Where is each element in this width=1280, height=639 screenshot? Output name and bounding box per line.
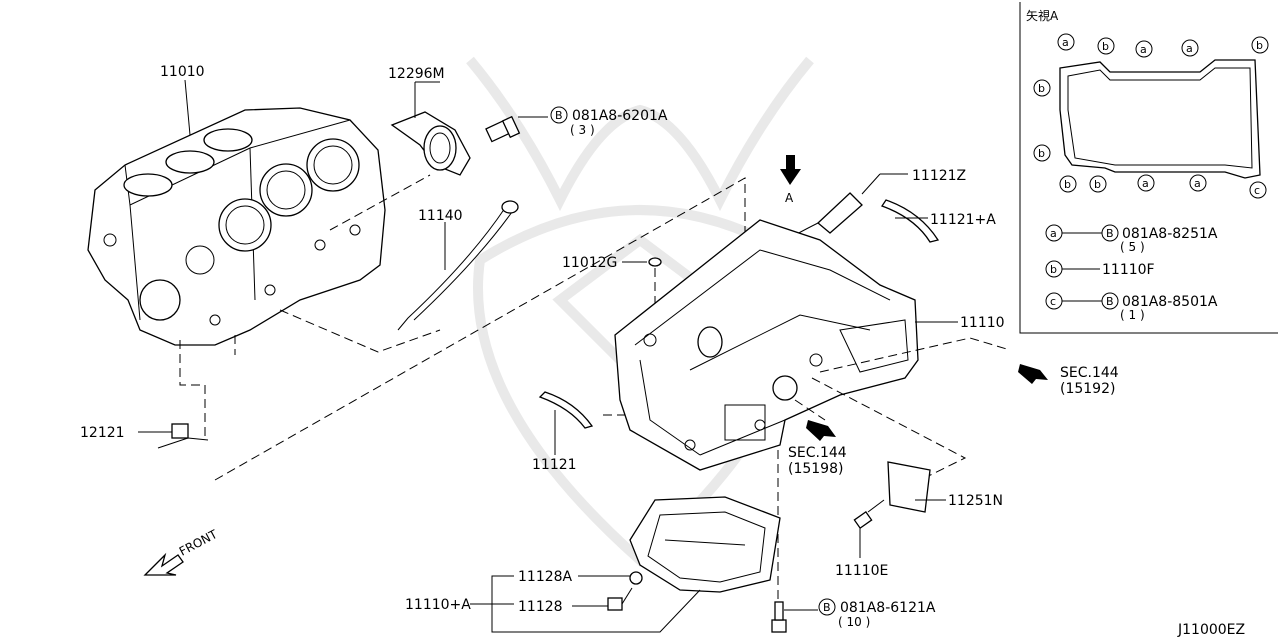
svg-text:a: a xyxy=(1140,43,1147,56)
legend-row-b[interactable]: b 11110F xyxy=(1045,260,1155,278)
marker-a-3: a xyxy=(1181,39,1199,57)
plug-11012g-drawing[interactable] xyxy=(648,257,662,267)
bolt-081a8-6201a-drawing[interactable] xyxy=(485,115,521,143)
gasket-11121a-drawing[interactable] xyxy=(881,199,940,243)
lower-oil-pan-drawing[interactable] xyxy=(629,496,781,593)
legend-part-081a8-8501a: 081A8-8501A xyxy=(1122,294,1218,310)
label-11121z[interactable]: 11121Z xyxy=(912,168,966,184)
svg-text:B: B xyxy=(1106,227,1114,240)
label-11110e[interactable]: 11110E xyxy=(835,563,888,579)
svg-text:b: b xyxy=(1038,82,1045,95)
legend-part-081a8-8251a: 081A8-8251A xyxy=(1122,226,1218,242)
svg-text:c: c xyxy=(1254,184,1260,197)
marker-b-1: b xyxy=(1097,37,1115,55)
label-11128a[interactable]: 11128A xyxy=(518,569,573,585)
label-sec144-1-ref[interactable]: (15192) xyxy=(1060,381,1115,397)
gasket-11121z-drawing[interactable] xyxy=(789,192,863,239)
svg-text:b: b xyxy=(1102,40,1109,53)
svg-text:B: B xyxy=(1106,295,1114,308)
marker-a-5: a xyxy=(1189,174,1207,192)
label-11012g[interactable]: 11012G xyxy=(562,255,617,271)
marker-a-1: a xyxy=(1057,33,1075,51)
marker-a-2: a xyxy=(1135,40,1153,58)
plug-12121-drawing[interactable] xyxy=(157,423,209,449)
qty-081a8-6121a: ( 10 ) xyxy=(838,615,870,629)
label-081a8-6201a[interactable]: 081A8-6201A xyxy=(572,108,668,124)
marker-b-4: b xyxy=(1033,144,1051,162)
label-front: FRONT xyxy=(177,527,220,559)
legend-row-a[interactable]: a B 081A8-8251A ( 5 ) xyxy=(1045,224,1218,254)
bolt1-mark: B xyxy=(555,109,563,122)
label-11121a[interactable]: 11121+A xyxy=(930,212,996,228)
bolt-081a8-6121a-drawing[interactable] xyxy=(771,601,787,633)
svg-text:b: b xyxy=(1050,263,1057,276)
rear-oil-seal-drawing[interactable] xyxy=(390,111,471,176)
legend-part-11110f: 11110F xyxy=(1102,262,1155,278)
front-direction-arrow-icon xyxy=(143,552,184,576)
svg-text:b: b xyxy=(1094,178,1101,191)
upper-oil-pan-drawing[interactable] xyxy=(614,219,919,471)
gasket-11121-drawing[interactable] xyxy=(538,391,594,429)
marker-b-5: b xyxy=(1059,175,1077,193)
svg-text:c: c xyxy=(1050,295,1056,308)
bolt-11128-drawing[interactable] xyxy=(607,587,633,611)
qty-081a8-6201a: ( 3 ) xyxy=(570,123,595,137)
svg-text:a: a xyxy=(1062,36,1069,49)
marker-a-4: a xyxy=(1137,174,1155,192)
label-12296m[interactable]: 12296M xyxy=(388,66,445,82)
svg-text:a: a xyxy=(1186,42,1193,55)
diagram-code: J11000EZ xyxy=(1177,622,1245,638)
sec144-15192-arrow-icon xyxy=(1018,364,1048,384)
engine-block-drawing[interactable] xyxy=(87,107,386,346)
legend-qty-c: ( 1 ) xyxy=(1120,308,1145,322)
view-a-gasket-drawing[interactable] xyxy=(1059,59,1261,179)
oil-level-gauge-drawing[interactable] xyxy=(397,200,519,331)
washer-11128a-drawing[interactable] xyxy=(629,571,643,585)
svg-text:b: b xyxy=(1256,39,1263,52)
bolt-11110e-drawing[interactable] xyxy=(853,499,885,530)
label-sec144-2-ref[interactable]: (15198) xyxy=(788,461,843,477)
marker-b-6: b xyxy=(1089,175,1107,193)
label-11110[interactable]: 11110 xyxy=(960,315,1005,331)
legend-row-c[interactable]: c B 081A8-8501A ( 1 ) xyxy=(1045,292,1218,322)
marker-b-2: b xyxy=(1251,36,1269,54)
bolt2-mark: B xyxy=(823,601,831,614)
label-11140[interactable]: 11140 xyxy=(418,208,463,224)
label-11128[interactable]: 11128 xyxy=(518,599,563,615)
svg-text:b: b xyxy=(1038,147,1045,160)
marker-c-1: c xyxy=(1249,181,1267,199)
view-a-arrow-icon xyxy=(780,155,801,185)
view-a-inset: 矢視A a b a a b b b b b a a c a B 081A8-82… xyxy=(1019,2,1278,334)
sec144-15198-arrow-icon xyxy=(806,420,836,441)
label-11010[interactable]: 11010 xyxy=(160,64,205,80)
label-arrow-a: A xyxy=(785,191,794,205)
svg-text:b: b xyxy=(1064,178,1071,191)
label-11251n[interactable]: 11251N xyxy=(948,493,1003,509)
label-12121[interactable]: 12121 xyxy=(80,425,125,441)
svg-text:a: a xyxy=(1194,177,1201,190)
label-sec144-1[interactable]: SEC.144 xyxy=(1060,365,1119,381)
cover-11251n-drawing[interactable] xyxy=(887,461,931,513)
legend-qty-a: ( 5 ) xyxy=(1120,240,1145,254)
label-081a8-6121a[interactable]: 081A8-6121A xyxy=(840,600,936,616)
svg-text:a: a xyxy=(1142,177,1149,190)
svg-text:a: a xyxy=(1050,227,1057,240)
label-11121[interactable]: 11121 xyxy=(532,457,577,473)
marker-b-3: b xyxy=(1033,79,1051,97)
label-11110a[interactable]: 11110+A xyxy=(405,597,471,613)
label-sec144-2[interactable]: SEC.144 xyxy=(788,445,847,461)
view-a-title: 矢視A xyxy=(1026,8,1059,23)
